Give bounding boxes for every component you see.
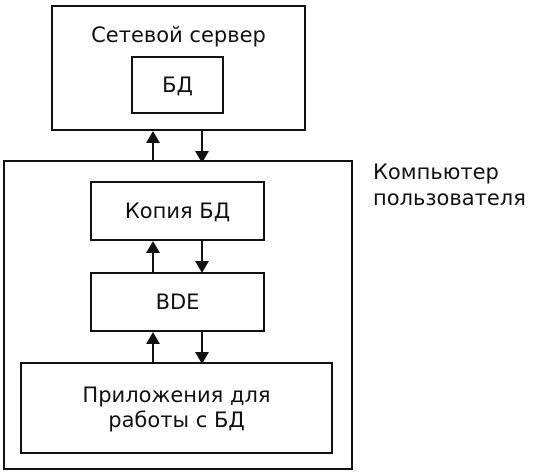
db-copy-label: Копия БД [124, 198, 231, 223]
apps-label: Приложения для работы с БД [22, 364, 331, 452]
bde-box: BDE [90, 272, 265, 332]
up-arrow-bde [144, 332, 162, 364]
server-db-label: БД [162, 72, 193, 97]
up-arrow-db-copy [144, 241, 162, 273]
network-server-box: Сетевой сервер БД [51, 5, 306, 131]
down-arrow-bde [193, 332, 211, 364]
db-copy-box: Копия БД [90, 181, 265, 241]
network-server-title: Сетевой сервер [91, 23, 266, 47]
down-arrow-server [193, 131, 211, 163]
user-computer-label-line2: пользователя [373, 186, 526, 210]
apps-label-line1: Приложения для [82, 383, 271, 407]
up-arrow-server [144, 131, 162, 163]
server-db-box: БД [131, 56, 224, 114]
apps-label-line2: работы с БД [108, 408, 245, 432]
user-computer-label-line1: Компьютер [373, 160, 499, 184]
down-arrow-db-copy [193, 241, 211, 273]
bde-label: BDE [155, 289, 200, 314]
user-computer-label: Компьютер пользователя [373, 159, 526, 211]
apps-box: Приложения для работы с БД [20, 362, 333, 454]
